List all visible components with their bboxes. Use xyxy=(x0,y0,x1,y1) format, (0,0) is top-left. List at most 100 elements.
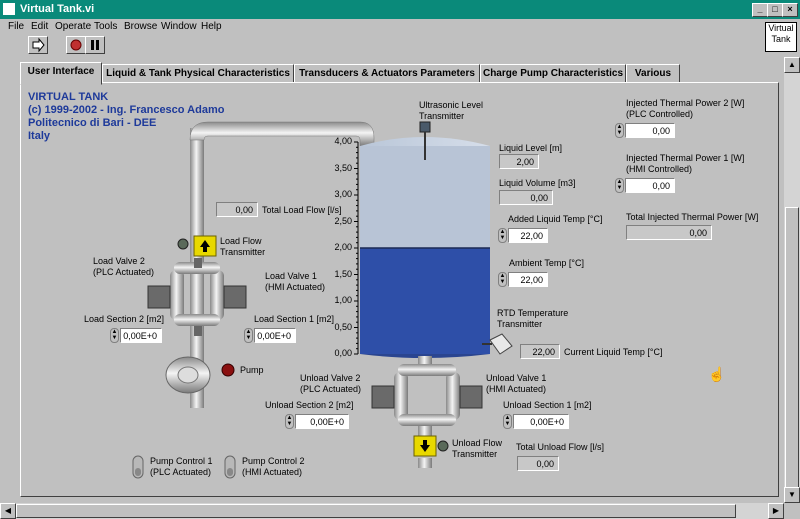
pump-label: Pump xyxy=(240,365,264,375)
current-temp-label: Current Liquid Temp [°C] xyxy=(564,347,663,357)
load-flow-tx-label: Load Flow Transmitter xyxy=(220,236,266,257)
pump-control-2-switch[interactable] xyxy=(224,455,236,479)
total-unload-flow-indicator: 0,00 xyxy=(517,456,559,471)
menu-tools[interactable]: Tools xyxy=(94,21,118,32)
inj-power-2-label: Injected Thermal Power 2 [W] (PLC Contro… xyxy=(626,98,745,119)
scroll-left-icon[interactable]: ◀ xyxy=(0,503,16,519)
close-button[interactable]: × xyxy=(782,3,798,17)
menu-window[interactable]: Window xyxy=(161,21,197,32)
tank-scale-label: 2,50 xyxy=(334,215,352,226)
unload-valve-2-label: Unload Valve 2 (PLC Actuated) xyxy=(300,373,362,394)
tank-scale-label: 3,00 xyxy=(334,189,352,199)
menu-help[interactable]: Help xyxy=(201,21,222,32)
title-bar: Virtual Tank.vi _ □ × xyxy=(0,0,800,19)
total-load-flow-label: Total Load Flow [l/s] xyxy=(262,205,342,215)
vertical-scroll-thumb[interactable] xyxy=(785,207,799,497)
unload-flow-transmitter xyxy=(413,435,449,457)
tank-scale-label: 1,00 xyxy=(334,295,352,305)
ultrasonic-label: Ultrasonic Level Transmitter xyxy=(419,100,484,121)
tank-scale-label: 3,50 xyxy=(334,162,352,173)
vertical-scrollbar[interactable]: ▲ ▼ xyxy=(784,57,800,503)
tank-liquid-level xyxy=(360,248,490,354)
rtd-transmitter xyxy=(482,333,513,355)
window-title: Virtual Tank.vi xyxy=(20,3,95,15)
ambient-temp-label: Ambient Temp [°C] xyxy=(509,258,584,268)
menu-browse[interactable]: Browse xyxy=(124,21,158,32)
pump-control-1-label: Pump Control 1 (PLC Actuated) xyxy=(150,456,213,477)
unload-flow-tx-label: Unload Flow Transmitter xyxy=(452,438,503,459)
load-valve-1-label: Load Valve 1 (HMI Actuated) xyxy=(265,271,326,292)
stop-icon xyxy=(70,39,82,51)
unload-valve-1-label: Unload Valve 1 (HMI Actuated) xyxy=(486,373,547,394)
current-temp-indicator: 22,00 xyxy=(520,344,560,359)
run-button[interactable] xyxy=(28,36,48,54)
liquid-volume-label: Liquid Volume [m3] xyxy=(499,178,576,188)
tank-scale-label: 1,50 xyxy=(334,268,352,279)
pause-button[interactable] xyxy=(85,36,105,54)
pump-control-1-switch[interactable] xyxy=(132,455,144,479)
tank-scale-ticks xyxy=(354,141,358,355)
load-section-1-input[interactable]: 0,00E+0 xyxy=(254,328,296,343)
added-temp-spinner[interactable]: ▲▼ xyxy=(498,228,507,243)
unload-section-2-label: Unload Section 2 [m2] xyxy=(265,400,354,410)
inj-power-1-spinner[interactable]: ▲▼ xyxy=(615,178,624,193)
credit-institution: Politecnico di Bari - DEE xyxy=(28,117,157,129)
tank-scale-label: 0,50 xyxy=(334,321,352,332)
unload-section-1-input[interactable]: 0,00E+0 xyxy=(513,414,569,429)
load-section-2-input[interactable]: 0,00E+0 xyxy=(120,328,162,343)
scroll-down-icon[interactable]: ▼ xyxy=(784,487,800,503)
hand-cursor-icon: ☝ xyxy=(708,366,726,382)
abort-button[interactable] xyxy=(66,36,86,54)
menu-bar: File Edit Operate Tools Browse Window He… xyxy=(0,19,800,35)
pause-icon xyxy=(91,40,99,50)
total-load-flow-indicator: 0,00 xyxy=(216,202,258,217)
unload-section-1-label: Unload Section 1 [m2] xyxy=(503,400,592,410)
total-inj-power-indicator: 0,00 xyxy=(626,225,712,240)
load-valve-1-actuator xyxy=(223,285,247,309)
added-temp-label: Added Liquid Temp [°C] xyxy=(508,214,603,224)
rtd-label: RTD Temperature Transmitter xyxy=(497,308,569,329)
tank-scale-label: 4,00 xyxy=(334,136,352,146)
inj-power-1-label: Injected Thermal Power 1 [W] (HMI Contro… xyxy=(626,153,745,174)
liquid-level-label: Liquid Level [m] xyxy=(499,143,563,153)
added-temp-input[interactable]: 22,00 xyxy=(508,228,548,243)
menu-operate[interactable]: Operate xyxy=(55,21,92,32)
tab-user-interface[interactable]: User Interface xyxy=(20,62,102,85)
credit-country: Italy xyxy=(28,130,51,142)
scroll-up-icon[interactable]: ▲ xyxy=(784,57,800,73)
inj-power-2-input[interactable]: 0,00 xyxy=(625,123,675,138)
unload-section-2-input[interactable]: 0,00E+0 xyxy=(295,414,349,429)
ambient-temp-input[interactable]: 22,00 xyxy=(508,272,548,287)
inj-power-1-input[interactable]: 0,00 xyxy=(625,178,675,193)
ultrasonic-transmitter xyxy=(419,121,431,160)
horizontal-scroll-thumb[interactable] xyxy=(16,504,736,518)
unload-section-1-spinner[interactable]: ▲▼ xyxy=(503,414,512,429)
labview-app-icon xyxy=(3,3,15,15)
pump-control-2-label: Pump Control 2 (HMI Actuated) xyxy=(242,456,305,477)
load-flow-transmitter xyxy=(177,235,217,257)
inj-power-2-spinner[interactable]: ▲▼ xyxy=(615,123,624,138)
pump-led xyxy=(221,363,235,377)
maximize-button[interactable]: □ xyxy=(767,3,783,17)
total-unload-flow-label: Total Unload Flow [l/s] xyxy=(516,442,605,452)
credit-title: VIRTUAL TANK xyxy=(28,91,109,103)
load-valve-2-label: Load Valve 2 (PLC Actuated) xyxy=(93,256,155,277)
liquid-volume-indicator: 0,00 xyxy=(499,190,553,205)
menu-file[interactable]: File xyxy=(8,21,25,32)
tank-scale-label: 0,00 xyxy=(334,348,352,358)
tank-scale-label: 2,00 xyxy=(334,242,352,252)
load-section-1-spinner[interactable]: ▲▼ xyxy=(244,328,253,343)
pump xyxy=(165,356,211,394)
load-valve-assembly xyxy=(147,258,247,336)
ambient-temp-spinner[interactable]: ▲▼ xyxy=(498,272,507,287)
unload-valve-assembly xyxy=(371,356,483,468)
load-section-2-spinner[interactable]: ▲▼ xyxy=(110,328,119,343)
load-section-2-label: Load Section 2 [m2] xyxy=(84,314,165,324)
menu-edit[interactable]: Edit xyxy=(31,21,49,32)
horizontal-scrollbar[interactable]: ◀ ▶ xyxy=(0,503,784,519)
unload-section-2-spinner[interactable]: ▲▼ xyxy=(285,414,294,429)
vi-icon: Virtual Tank xyxy=(765,22,797,52)
scroll-right-icon[interactable]: ▶ xyxy=(768,503,784,519)
credit-author: (c) 1999-2002 - Ing. Francesco Adamo xyxy=(28,104,225,116)
